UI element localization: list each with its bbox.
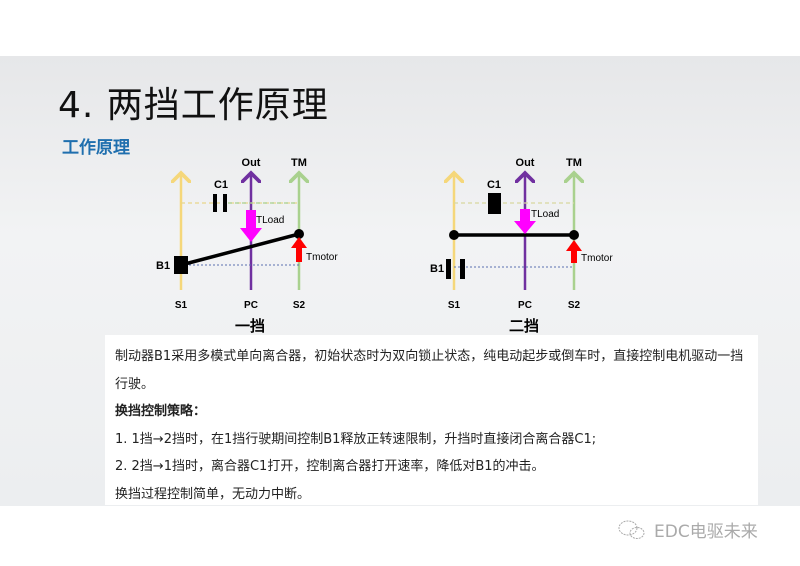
svg-text:C1: C1 bbox=[487, 179, 501, 191]
b1-brake-open bbox=[446, 259, 451, 279]
svg-text:S2: S2 bbox=[293, 300, 306, 311]
svg-text:TLoad: TLoad bbox=[531, 209, 559, 220]
list-item: 2. 2挡→1挡时，离合器C1打开，控制离合器打开速率，降低对B1的冲击。 bbox=[115, 459, 545, 474]
c1-clutch-closed bbox=[488, 193, 501, 214]
diagram-second-gear: Out TM C1 B1 TLoad Tmotor S1 PC S2 二挡 bbox=[430, 157, 613, 335]
tload-arrow bbox=[240, 210, 262, 242]
svg-text:S2: S2 bbox=[568, 300, 581, 311]
svg-text:S1: S1 bbox=[175, 300, 188, 311]
caption-second-gear: 二挡 bbox=[509, 317, 539, 335]
diagram-first-gear: Out TM C1 B1 TLoad Tmotor S1 PC S2 一挡 bbox=[156, 157, 338, 335]
lever bbox=[180, 232, 300, 267]
svg-text:Out: Out bbox=[242, 157, 261, 169]
description-box: 制动器B1采用多模式单向离合器，初始状态时为双向锁止状态，纯电动起步或倒车时，直… bbox=[105, 335, 758, 505]
svg-text:PC: PC bbox=[518, 300, 532, 311]
strategy-heading: 换挡控制策略： bbox=[115, 404, 207, 419]
svg-text:PC: PC bbox=[244, 300, 258, 311]
svg-text:Out: Out bbox=[516, 157, 535, 169]
svg-text:TM: TM bbox=[566, 157, 582, 169]
closing-text: 换挡过程控制简单，无动力中断。 bbox=[115, 486, 311, 502]
caption-first-gear: 一挡 bbox=[235, 317, 265, 335]
section-subtitle: 工作原理 bbox=[62, 138, 130, 158]
svg-text:Tmotor: Tmotor bbox=[306, 252, 338, 263]
intro-text: 制动器B1采用多模式单向离合器，初始状态时为双向锁止状态，纯电动起步或倒车时，直… bbox=[115, 349, 744, 392]
svg-text:S1: S1 bbox=[448, 300, 461, 311]
svg-text:B1: B1 bbox=[430, 263, 444, 275]
svg-text:B1: B1 bbox=[156, 260, 170, 272]
watermark: EDC电驱未来 bbox=[618, 517, 758, 542]
svg-text:Tmotor: Tmotor bbox=[581, 253, 613, 264]
b1-brake bbox=[174, 256, 188, 274]
svg-text:C1: C1 bbox=[214, 179, 228, 191]
watermark-text: EDC电驱未来 bbox=[654, 522, 758, 542]
wechat-icon bbox=[618, 520, 645, 539]
list-item: 1. 1挡→2挡时，在1挡行驶期间控制B1释放正转速限制，升挡时直接闭合离合器C… bbox=[115, 431, 597, 447]
tmotor-arrow bbox=[291, 237, 307, 262]
svg-text:TM: TM bbox=[291, 157, 307, 169]
c1-clutch-open bbox=[213, 194, 217, 212]
page-title: 4. 两挡工作原理 bbox=[58, 85, 329, 126]
svg-text:TLoad: TLoad bbox=[256, 215, 284, 226]
